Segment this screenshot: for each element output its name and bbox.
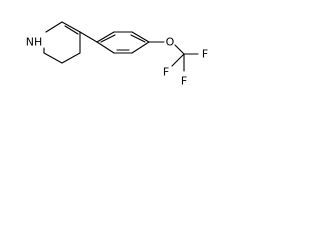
atom-label-oxygen: O bbox=[166, 36, 175, 49]
bond-ph-inner-b bbox=[130, 34, 146, 43]
bond-oxygen-to-carbon bbox=[174, 44, 185, 55]
bond-c2-c3 bbox=[61, 21, 81, 33]
bond-ph-4-5 bbox=[131, 41, 150, 54]
phenyl-ring bbox=[96, 31, 150, 54]
bond-ph-6-1 bbox=[96, 41, 115, 54]
bond-c6-c1 bbox=[43, 52, 63, 64]
tetrahydropyridine-ring bbox=[43, 21, 81, 64]
atom-label-fluorine-left: F bbox=[163, 66, 169, 79]
bond-c5-c6 bbox=[61, 52, 81, 64]
chemical-structure-diagram: NH O F F F bbox=[26, 21, 208, 88]
bond-ph-3-4 bbox=[131, 31, 150, 43]
bond-n-c2 bbox=[45, 21, 63, 33]
bond-ph-inner-a bbox=[100, 34, 116, 43]
bond-c3-c4-double-inner bbox=[64, 25, 79, 35]
bond-ph-1-2 bbox=[96, 31, 115, 43]
bond-c-f-top-left bbox=[171, 53, 185, 67]
atom-label-fluorine-right: F bbox=[202, 48, 208, 61]
atom-label-fluorine-bottom: F bbox=[181, 75, 187, 88]
bond-ring-to-phenyl bbox=[79, 31, 98, 43]
atom-label-nh: NH bbox=[26, 36, 43, 49]
